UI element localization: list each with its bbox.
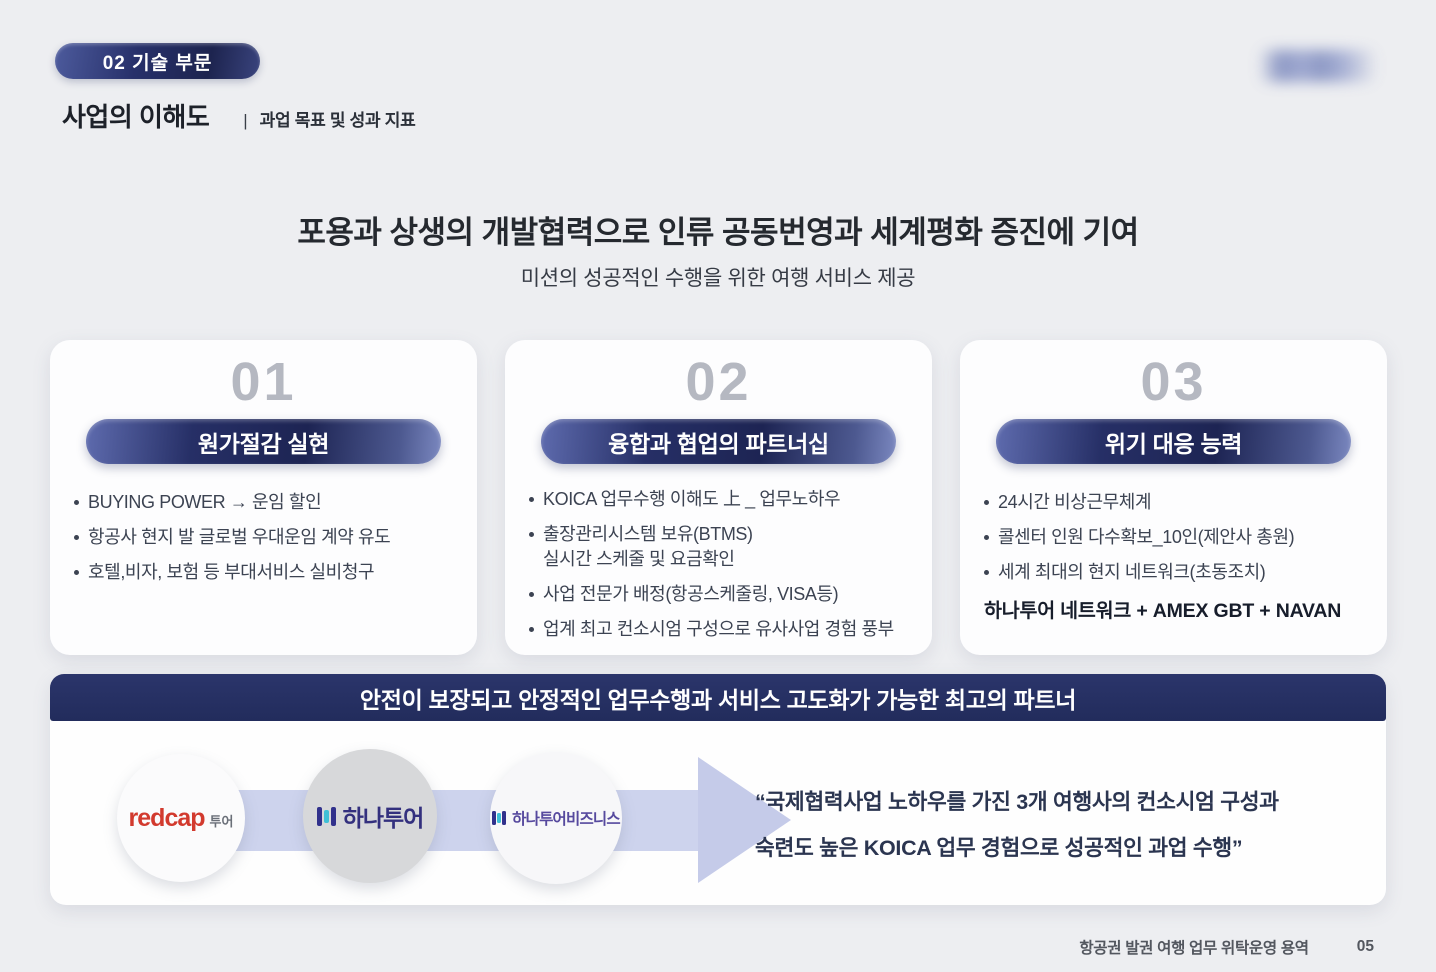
redcap-logo-sub: 투어 [209, 813, 234, 829]
redcap-logo-text: redcap [128, 803, 206, 832]
bullet-text: KOICA 업무수행 이해도 上 _ 업무노하우 [543, 489, 841, 509]
list-item: 출장관리시스템 보유(BTMS) [529, 521, 914, 548]
bullet-dot-icon [74, 535, 79, 540]
consortium-quote: “국제협력사업 노하우를 가진 3개 여행사의 컨소시엄 구성과 숙련도 높은 … [755, 779, 1345, 871]
partner-hanatour-business: 하나투어비즈니스 [490, 752, 622, 884]
mission-title: 포용과 상생의 개발협력으로 인류 공동번영과 세계평화 증진에 기여 [297, 215, 1139, 250]
card-01-title: 원가절감 실현 [197, 430, 330, 457]
bullet-continuation: 실시간 스케줄 및 요금확인 [543, 549, 735, 569]
quote-line-2: 숙련도 높은 KOICA 업무 경험으로 성공적인 과업 수행” [755, 836, 1243, 860]
redacted-logo [1258, 50, 1378, 82]
quote-line-1: “국제협력사업 노하우를 가진 3개 여행사의 컨소시엄 구성과 [755, 790, 1279, 814]
card-02-title-pill: 융합과 협업의 파트너십 [541, 419, 896, 464]
bullet-text: 출장관리시스템 보유(BTMS) [543, 524, 753, 544]
hanatour-business-logo-icon [492, 811, 507, 825]
hanatour-logo: 하나투어 [316, 799, 425, 833]
hanatour-business-logo: 하나투어비즈니스 [492, 807, 621, 829]
card-03-bullets: 24시간 비상근무체계 콜센터 인원 다수확보_10인(제안사 총원) 세계 최… [984, 489, 1369, 586]
bullet-text: 호텔,비자, 보험 등 부대서비스 실비청구 [88, 562, 375, 582]
card-02-number: 02 [685, 352, 752, 412]
section-badge: 02 기술 부문 [55, 43, 260, 79]
card-02-bullets-cont: 사업 전문가 배정(항공스케줄링, VISA등) 업계 최고 컨소시엄 구성으로… [529, 581, 914, 643]
list-item: 24시간 비상근무체계 [984, 489, 1369, 516]
list-item: 사업 전문가 배정(항공스케줄링, VISA등) [529, 581, 914, 608]
bullet-dot-icon [984, 535, 989, 540]
list-item: BUYING POWER → 운임 할인 [74, 489, 459, 516]
bullet-dot-icon [984, 500, 989, 505]
list-item: KOICA 업무수행 이해도 上 _ 업무노하우 [529, 486, 914, 513]
redcap-logo: redcap 투어 [129, 804, 234, 833]
bullet-text: 콜센터 인원 다수확보_10인(제안사 총원) [998, 527, 1295, 547]
partner-banner-text: 안전이 보장되고 안정적인 업무수행과 서비스 고도화가 가능한 최고의 파트너 [359, 686, 1077, 713]
bullet-text: BUYING POWER → 운임 할인 [88, 492, 322, 512]
mission-subtitle: 미션의 성공적인 수행을 위한 여행 서비스 제공 [520, 267, 916, 290]
card-01-cost-saving: 01 원가절감 실현 BUYING POWER → 운임 할인 항공사 현지 발… [50, 340, 477, 655]
bullet-dot-icon [984, 570, 989, 575]
partner-banner: 안전이 보장되고 안정적인 업무수행과 서비스 고도화가 가능한 최고의 파트너 [50, 674, 1386, 721]
card-02-bullets: KOICA 업무수행 이해도 上 _ 업무노하우 출장관리시스템 보유(BTMS… [529, 486, 914, 548]
bullet-text: 세계 최대의 현지 네트워크(초동조치) [998, 562, 1266, 582]
partner-panel: 안전이 보장되고 안정적인 업무수행과 서비스 고도화가 가능한 최고의 파트너… [50, 674, 1386, 905]
bullet-dot-icon [529, 592, 534, 597]
hanatour-business-logo-text: 하나투어비즈니스 [512, 811, 620, 828]
card-01-title-pill: 원가절감 실현 [86, 419, 441, 464]
partner-panel-body: redcap 투어 하나투어 하나투어비즈니스 [50, 721, 1386, 905]
slide-footer: 항공권 발권 여행 업무 위탁운영 용역 05 [1079, 936, 1374, 958]
bullet-text: 사업 전문가 배정(항공스케줄링, VISA등) [543, 584, 839, 604]
flow-arrow-band [180, 790, 705, 851]
card-02-title: 융합과 협업의 파트너십 [608, 430, 829, 457]
bullet-dot-icon [529, 627, 534, 632]
list-item: 콜센터 인원 다수확보_10인(제안사 총원) [984, 524, 1369, 551]
bullet-text: 24시간 비상근무체계 [998, 492, 1152, 512]
partner-redcap: redcap 투어 [117, 754, 245, 882]
card-01-bullets: BUYING POWER → 운임 할인 항공사 현지 발 글로벌 우대운임 계… [74, 489, 459, 586]
card-01-number: 01 [230, 352, 297, 412]
list-item: 세계 최대의 현지 네트워크(초동조치) [984, 559, 1369, 586]
bullet-text: 업계 최고 컨소시엄 구성으로 유사사업 경험 풍부 [543, 619, 894, 639]
page-header: 사업의 이해도 | 과업 목표 및 성과 지표 [62, 97, 416, 134]
subtitle-text: 과업 목표 및 성과 지표 [259, 111, 416, 130]
section-badge-label: 02 기술 부문 [102, 52, 213, 74]
flow-arrow-icon [698, 757, 791, 883]
partner-hanatour: 하나투어 [303, 749, 437, 883]
card-03-number: 03 [1140, 352, 1207, 412]
card-03-title: 위기 대응 능력 [1104, 430, 1243, 457]
list-item: 업계 최고 컨소시엄 구성으로 유사사업 경험 풍부 [529, 616, 914, 643]
card-03-crisis-response: 03 위기 대응 능력 24시간 비상근무체계 콜센터 인원 다수확보_10인(… [960, 340, 1387, 655]
list-item: 항공사 현지 발 글로벌 우대운임 계약 유도 [74, 524, 459, 551]
footer-label: 항공권 발권 여행 업무 위탁운영 용역 [1079, 940, 1309, 957]
card-02-partnership: 02 융합과 협업의 파트너십 KOICA 업무수행 이해도 上 _ 업무노하우… [505, 340, 932, 655]
bullet-dot-icon [529, 532, 534, 537]
feature-cards: 01 원가절감 실현 BUYING POWER → 운임 할인 항공사 현지 발… [50, 340, 1387, 655]
list-item: 호텔,비자, 보험 등 부대서비스 실비청구 [74, 559, 459, 586]
bullet-text: 항공사 현지 발 글로벌 우대운임 계약 유도 [88, 527, 391, 547]
page-subtitle: | 과업 목표 및 성과 지표 [243, 106, 415, 131]
page-title: 사업의 이해도 [62, 102, 210, 132]
subtitle-divider: | [243, 111, 248, 130]
page-number: 05 [1356, 938, 1374, 955]
bullet-dot-icon [74, 570, 79, 575]
hanatour-logo-icon [316, 806, 336, 826]
hanatour-logo-text: 하나투어 [342, 805, 425, 831]
card-03-title-pill: 위기 대응 능력 [996, 419, 1351, 464]
bullet-dot-icon [529, 497, 534, 502]
network-highlight: 하나투어 네트워크 + AMEX GBT + NAVAN [984, 600, 1342, 622]
bullet-dot-icon [74, 500, 79, 505]
